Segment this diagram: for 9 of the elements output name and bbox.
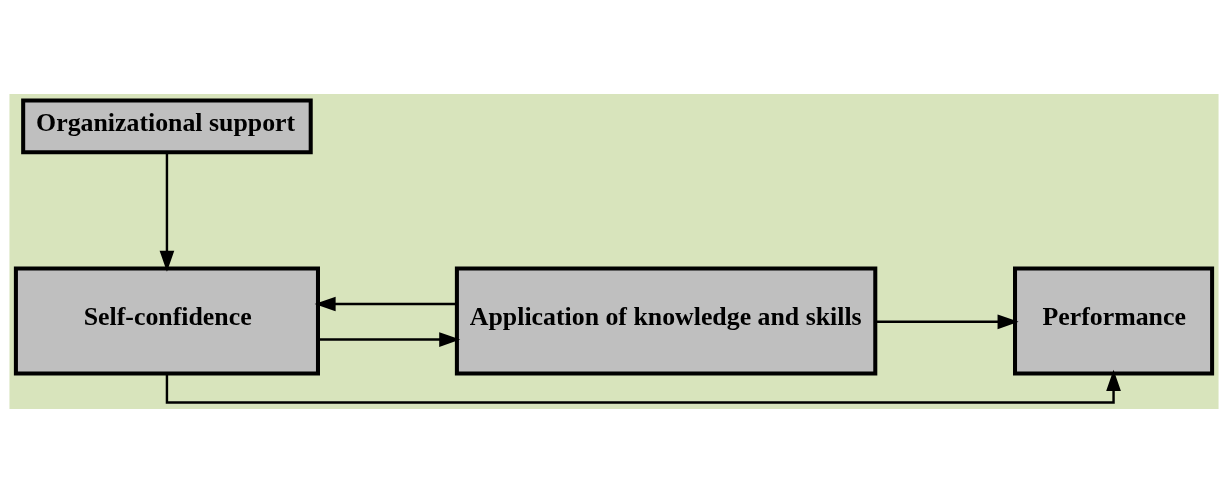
node-box: Application of knowledge and skills	[454, 266, 878, 376]
arrow	[159, 152, 175, 272]
arrow	[318, 332, 461, 347]
node-box: Self-confidence	[13, 266, 320, 376]
arrow	[875, 314, 1019, 330]
node-box: Organizational support	[21, 98, 313, 155]
arrow	[165, 369, 1121, 404]
arrow	[314, 296, 457, 312]
node-box: Performance	[1013, 266, 1215, 376]
